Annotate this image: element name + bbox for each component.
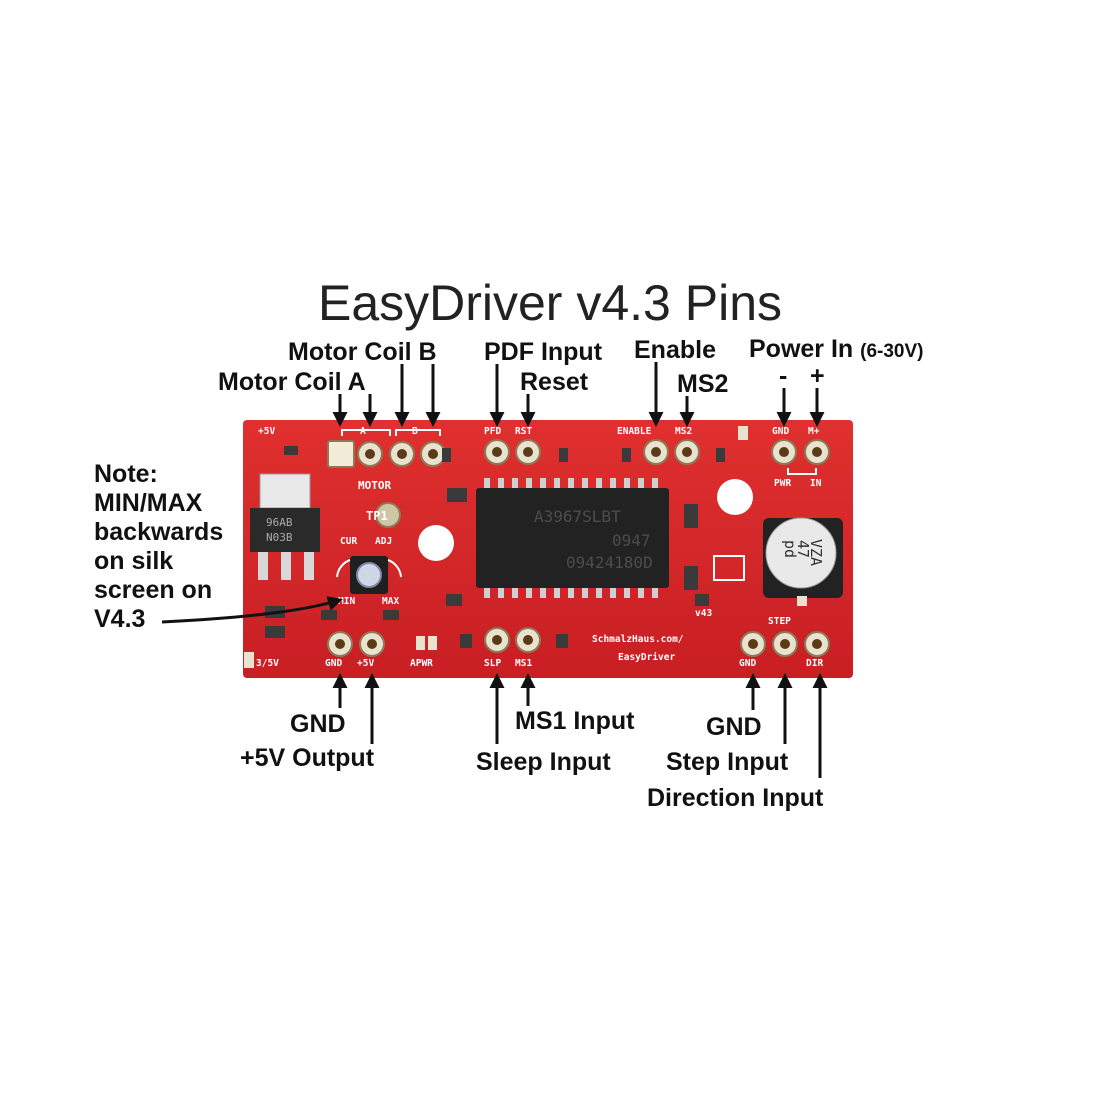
label-ms2: MS2 [677,370,729,398]
pin-gnd-bottom [327,631,353,657]
pin-ms1 [515,627,541,653]
silk-adj: ADJ [375,536,392,547]
label-power-in-range: (6-30V) [860,341,924,362]
label-motor-coil-b: Motor Coil B [288,338,437,366]
silk-slp: SLP [484,658,501,669]
silk-a: A [360,426,366,437]
silk-ms1: MS1 [515,658,532,669]
label-ms1-input: MS1 Input [515,707,635,735]
driver-chip [476,488,669,588]
pin-coil-a2 [357,441,383,467]
regulator-body [250,508,320,552]
chip-text-1: A3967SLBT [534,507,621,526]
silk-min: MIN [338,596,355,607]
logo-outline [713,555,745,581]
pin-dir [804,631,830,657]
chip-text-3: 09424180D [566,553,653,572]
regulator-tab [259,473,311,509]
silk-enable: ENABLE [617,426,652,437]
pin-gnd-right [740,631,766,657]
label-power-in: Power In (6-30V) [749,337,924,362]
capacitor-text-2: 47 [794,540,812,558]
smd-components [244,426,807,668]
pin-m-plus [804,439,830,465]
label-motor-coil-a: Motor Coil A [218,368,366,396]
silk-url-2: EasyDriver [618,652,675,663]
diagram-title: EasyDriver v4.3 Pins [317,275,783,331]
silk-url-1: SchmalzHaus.com/ [592,634,684,645]
silk-rst: RST [515,426,532,437]
label-reset: Reset [520,368,589,396]
bottom-pins [327,627,830,657]
silk-dir: DIR [806,658,823,669]
pin-rst [515,439,541,465]
mount-hole-right [717,479,753,515]
pin-5v-bottom [359,631,385,657]
pin-gnd-top [771,439,797,465]
label-gnd-left: GND [290,710,346,738]
pin-slp [484,627,510,653]
silk-tp1: TP1 [366,509,388,523]
pin-coil-b1 [389,441,415,467]
silk-step: STEP [768,616,791,627]
silk-pfd: PFD [484,426,501,437]
note-min-max: Note: MIN/MAX backwards on silk screen o… [94,460,224,633]
label-step-input: Step Input [666,748,789,776]
label-power-in-text: Power In [749,335,854,363]
silk-motor: MOTOR [358,479,391,492]
top-pins [327,439,830,468]
silk-m-plus: M+ [808,426,820,437]
mount-hole-left [418,525,454,561]
silk-3-5v: 3/5V [256,658,279,669]
label-pdf-input: PDF Input [484,338,603,366]
chip-legs [484,478,658,598]
pin-pfd [484,439,510,465]
pin-enable [643,439,669,465]
label-plus: + [810,362,825,390]
pin-coil-b2 [420,441,446,467]
silk-5v-top: +5V [258,426,275,437]
pin-step [772,631,798,657]
regulator-text-2: N03B [266,531,293,544]
label-5v-output: +5V Output [240,744,375,772]
silk-gnd-top: GND [772,426,789,437]
label-enable: Enable [634,336,716,364]
silk-gnd-bottom: GND [325,658,342,669]
pcb-board [243,420,853,678]
capacitor-top [765,517,837,589]
label-gnd-right: GND [706,713,762,741]
silk-pwr: PWR [774,478,791,489]
pin-ms2 [674,439,700,465]
pin-coil-a1 [327,440,355,468]
capacitor-text-3: VZA [807,539,825,566]
test-point-tp1 [375,502,401,528]
potentiometer [350,556,388,594]
regulator-text-1: 96AB [266,516,293,529]
label-minus: - [779,362,788,390]
silk-cur: CUR [340,536,357,547]
silk-max: MAX [382,596,399,607]
silk-5v-bottom: +5V [357,658,374,669]
chip-text-2: 0947 [612,531,651,550]
silk-b: B [412,426,418,437]
silk-gnd-right: GND [739,658,756,669]
label-sleep-input: Sleep Input [476,748,611,776]
silk-apwr: APWR [410,658,433,669]
silk-in: IN [810,478,822,489]
capacitor-text-1: pd [781,540,799,558]
silk-ms2: MS2 [675,426,692,437]
silk-v43: v43 [695,608,712,619]
capacitor-base [763,518,843,598]
label-direction-input: Direction Input [647,784,824,812]
